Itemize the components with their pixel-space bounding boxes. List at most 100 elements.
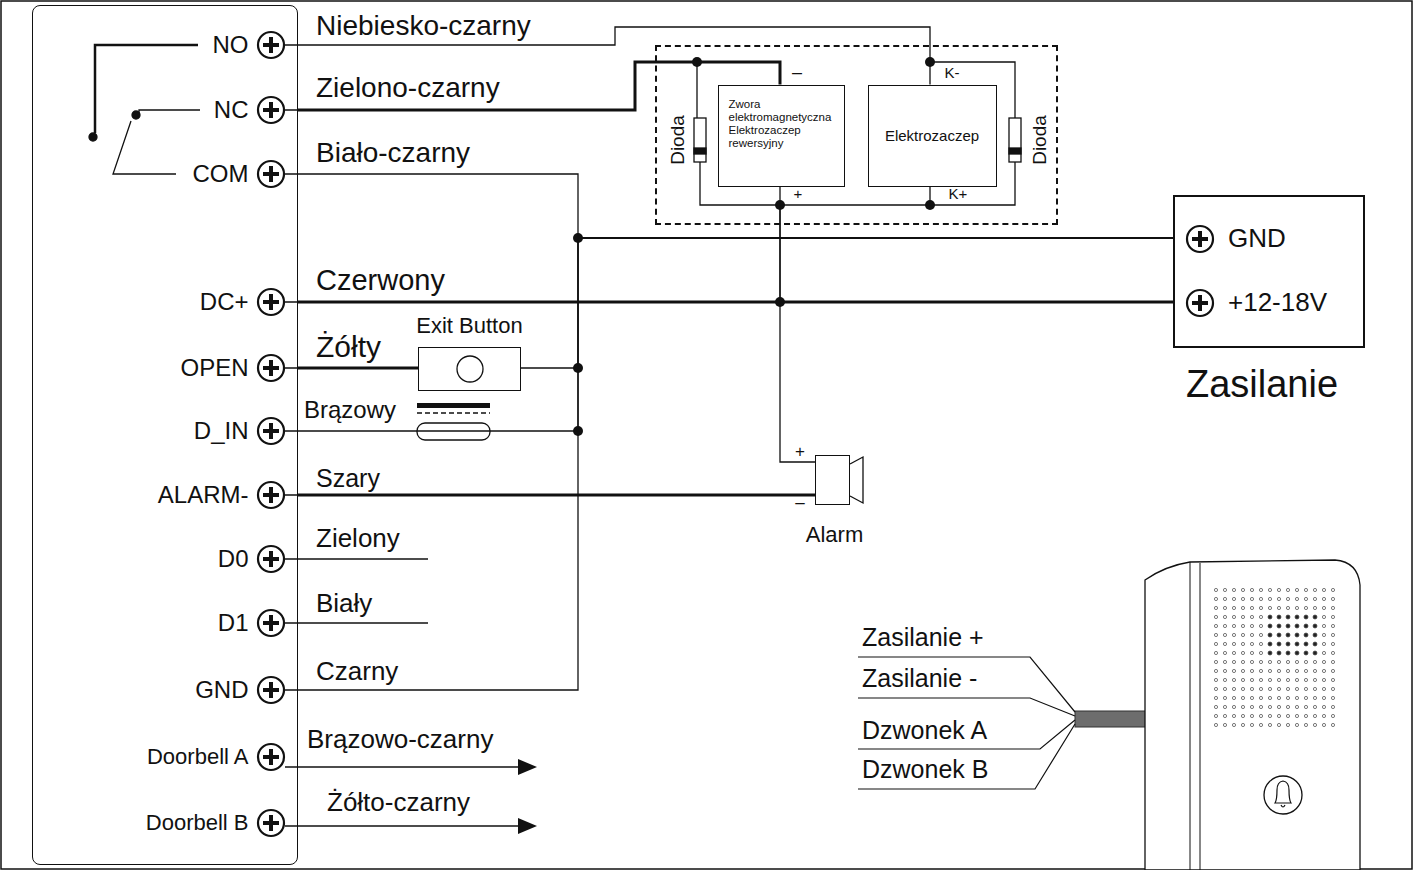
grille-hole [1277,723,1280,726]
grille-hole [1268,633,1272,637]
grille-hole [1214,696,1217,699]
controller-box: NONCCOMDC+OPEND_INALARM-D0D1GNDDoorbell … [32,5,298,865]
grille-hole [1223,633,1226,636]
grille-hole [1295,714,1298,717]
wire-name: Dzwonek B [862,755,988,784]
grille-hole [1304,705,1307,708]
grille-hole [1241,669,1244,672]
wire-color: Biały [316,589,372,619]
grille-hole [1304,660,1307,663]
grille-hole [1331,633,1334,636]
terminal-name: D0 [218,545,249,573]
grille-hole [1322,696,1325,699]
grille-hole [1286,651,1290,655]
grille-hole [1223,723,1226,726]
polarity-mark: – [795,493,804,513]
grille-hole [1286,696,1289,699]
terminal-name: K- [945,64,960,81]
wire-name: Zasilanie - [862,664,977,693]
alarm-speaker [850,457,863,503]
grille-hole [1250,633,1253,636]
grille-hole [1268,696,1271,699]
wire [298,174,1173,238]
doorbell-unit [858,560,1360,870]
wire-color: Żółto-czarny [327,788,470,818]
terminal-name: D_IN [194,417,249,445]
grille-hole [1304,678,1307,681]
grille-hole [1214,669,1217,672]
grille-hole [1277,624,1281,628]
grille-hole [1295,696,1298,699]
grille-hole [1304,606,1307,609]
grille-hole [1295,678,1298,681]
grille-hole [1295,723,1298,726]
grille-hole [1304,588,1307,591]
grille-hole [1286,624,1290,628]
terminal-name: Doorbell A [147,744,249,769]
grille-hole [1259,624,1262,627]
wire-color: Niebiesko-czarny [316,10,531,42]
grille-hole [1313,723,1316,726]
relay-contact [89,45,200,174]
grille-hole [1286,678,1289,681]
wire [780,187,1173,303]
grille-hole [1295,588,1298,591]
grille-hole [1259,696,1262,699]
diode-wires [694,62,1021,205]
wire-color: Zielony [316,524,400,554]
grille-hole [1295,660,1298,663]
grille-hole [1223,642,1226,645]
grille-hole [1268,678,1271,681]
wire-color: Biało-czarny [316,137,470,169]
grille-hole [1331,606,1334,609]
power-box: GND+12-18VZasilanie [1173,195,1365,348]
grille-hole [1241,651,1244,654]
grille-hole [1322,642,1325,645]
wire-color: Żółty [316,330,381,365]
grille-hole [1322,723,1325,726]
grille-hole [1214,606,1217,609]
grille-hole [1241,642,1244,645]
grille-hole [1331,678,1334,681]
grille-hole [1331,615,1334,618]
grille-hole [1214,624,1217,627]
wire-name: Zasilanie + [862,623,984,652]
terminal-name: Doorbell B [146,810,249,835]
polarity-mark: + [795,442,805,462]
grille-hole [1232,651,1235,654]
grille-hole [1214,678,1217,681]
grille-hole [1250,588,1253,591]
controller-wires [285,45,537,834]
wire-color: Czerwony [316,264,445,297]
grille-hole [1241,723,1244,726]
node-text: Exit Button [416,313,522,338]
grille-hole [1322,687,1325,690]
grille-hole [1214,705,1217,708]
wire [298,494,815,497]
wire-color: Brązowy [304,396,396,424]
terminal-name: K+ [949,185,968,202]
grille-hole [1322,651,1325,654]
grille-hole [1250,615,1253,618]
wire-name: Dzwonek A [862,716,987,745]
grille-hole [1277,615,1281,619]
grille-hole [1241,606,1244,609]
grille-hole [1322,615,1325,618]
grille-hole [1214,642,1217,645]
grille-hole [1304,723,1307,726]
grille-hole [1286,606,1289,609]
grille-hole [1232,606,1235,609]
grille-hole [1286,660,1289,663]
reed-switch [417,403,490,440]
grille-hole [1241,588,1244,591]
grille-hole [1241,624,1244,627]
grille-hole [1250,696,1253,699]
grille-hole [1214,723,1217,726]
grille-hole [1286,597,1289,600]
grille-hole [1250,678,1253,681]
grille-hole [1259,660,1262,663]
grille-hole [1295,687,1298,690]
grille-hole [1331,705,1334,708]
